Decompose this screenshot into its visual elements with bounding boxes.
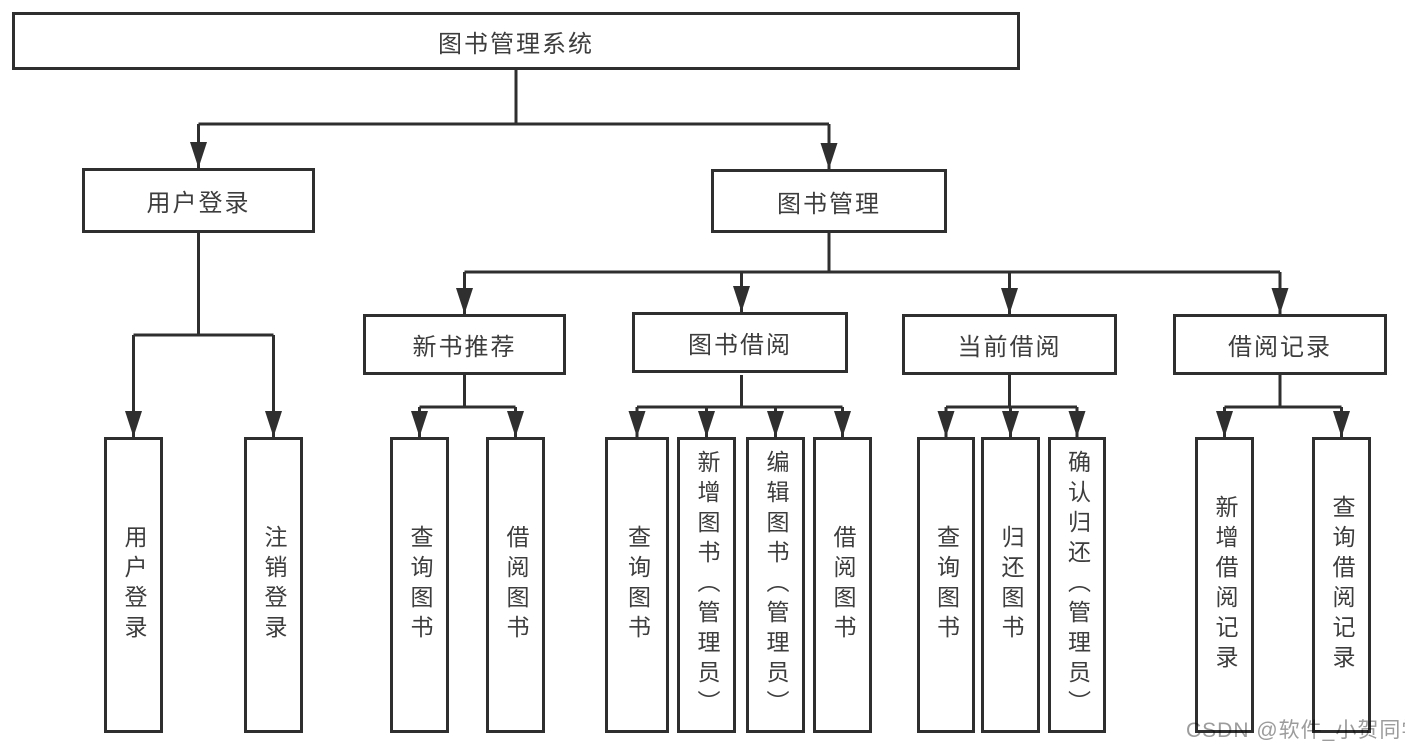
arrow-connectors xyxy=(125,124,1350,437)
leaf-query-borrow-record: 查询借阅记录 xyxy=(1312,437,1371,733)
leaf-borrow-books-recommend: 借阅图书 xyxy=(486,437,545,733)
leaf-confirm-return-admin: 确认归还（管理员） xyxy=(1048,437,1106,733)
csdn-watermark: CSDN @软件_小贺同学 xyxy=(1186,719,1405,742)
node-user-login: 用户登录 xyxy=(82,168,315,233)
leaf-borrow-books-borrowing: 借阅图书 xyxy=(813,437,872,733)
leaf-add-book-admin: 新增图书（管理员） xyxy=(677,437,736,733)
leaf-add-borrow-record: 新增借阅记录 xyxy=(1195,437,1254,733)
node-book-management: 图书管理 xyxy=(711,169,947,233)
node-book-borrowing: 图书借阅 xyxy=(632,312,848,373)
leaf-query-books-borrowing: 查询图书 xyxy=(605,437,669,733)
leaf-logout: 注销登录 xyxy=(244,437,303,733)
node-borrowing-records: 借阅记录 xyxy=(1173,314,1387,375)
leaf-edit-book-admin: 编辑图书（管理员） xyxy=(746,437,805,733)
leaf-return-book: 归还图书 xyxy=(981,437,1040,733)
tree-trunk-lines xyxy=(133,70,1342,409)
node-library-management-system: 图书管理系统 xyxy=(12,12,1020,70)
leaf-query-books-current: 查询图书 xyxy=(917,437,975,733)
node-new-book-recommendation: 新书推荐 xyxy=(363,314,566,375)
leaf-query-books-recommend: 查询图书 xyxy=(390,437,449,733)
leaf-user-login: 用户登录 xyxy=(104,437,163,733)
node-current-borrowing: 当前借阅 xyxy=(902,314,1117,375)
